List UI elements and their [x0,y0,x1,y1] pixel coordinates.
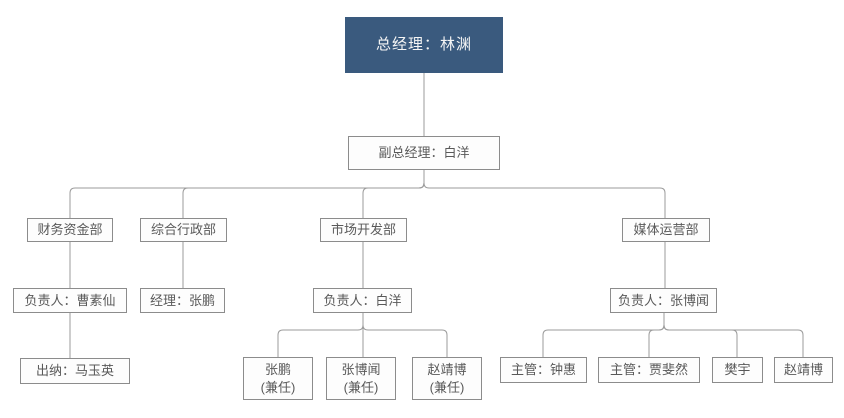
node-deputy-general-manager-label: 副总经理：白洋 [378,145,470,160]
node-dept-finance-label: 财务资金部 [37,222,103,237]
node-dept-admin-label: 综合行政部 [150,222,216,237]
node-finance-manager-label: 负责人：曹素仙 [24,292,116,308]
node-market-manager-label: 负责人：白洋 [323,292,402,308]
node-staff-cashier[interactable]: 出纳：马玉英 [20,358,130,384]
node-staff-market-1[interactable]: 张鹏 (兼任) [243,357,313,400]
node-staff-media-2[interactable]: 主管：贾斐然 [598,357,700,383]
node-dept-media[interactable]: 媒体运营部 [622,218,710,242]
node-staff-media-2-label: 主管：贾斐然 [609,362,688,377]
node-staff-media-3-label: 樊宇 [724,362,751,377]
node-staff-market-2-note: (兼任) [343,379,379,395]
node-staff-media-1[interactable]: 主管：钟惠 [500,357,587,383]
node-staff-cashier-label: 出纳：马玉英 [35,363,114,378]
node-staff-market-1-name: 张鹏 [264,361,291,377]
node-deputy-general-manager[interactable]: 副总经理：白洋 [348,136,500,170]
node-staff-market-3-note: (兼任) [429,379,465,395]
node-general-manager-label: 总经理：林渊 [375,36,472,53]
node-dept-market-label: 市场开发部 [330,222,396,237]
node-staff-market-3-name: 赵靖博 [427,361,467,377]
node-general-manager[interactable]: 总经理：林渊 [345,17,503,73]
node-media-manager-label: 负责人：张博闻 [617,292,709,308]
node-dept-market[interactable]: 市场开发部 [320,218,407,242]
node-staff-media-4[interactable]: 赵靖博 [774,357,833,383]
node-dept-finance[interactable]: 财务资金部 [27,218,113,242]
node-staff-market-2[interactable]: 张博闻 (兼任) [326,357,396,400]
node-market-manager[interactable]: 负责人：白洋 [313,288,412,313]
node-dept-admin[interactable]: 综合行政部 [140,218,227,242]
node-finance-manager[interactable]: 负责人：曹素仙 [13,288,127,313]
node-staff-media-1-label: 主管：钟惠 [510,362,576,377]
node-admin-manager[interactable]: 经理：张鹏 [140,288,225,313]
node-staff-market-3[interactable]: 赵靖博 (兼任) [412,357,482,400]
node-staff-market-1-note: (兼任) [260,379,296,395]
node-staff-market-2-name: 张博闻 [341,361,381,377]
node-staff-media-3[interactable]: 樊宇 [712,357,763,383]
node-staff-media-4-label: 赵靖博 [783,362,823,377]
node-media-manager[interactable]: 负责人：张博闻 [610,288,717,313]
node-admin-manager-label: 经理：张鹏 [149,292,215,308]
node-dept-media-label: 媒体运营部 [633,222,699,237]
